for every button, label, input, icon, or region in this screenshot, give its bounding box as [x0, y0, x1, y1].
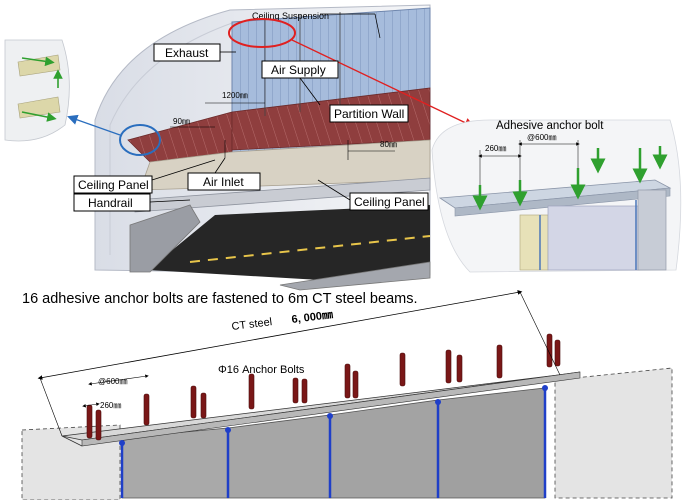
bottom-dim-600: @600㎜	[98, 377, 127, 386]
callout-arrow-blue	[67, 114, 121, 136]
inset-left	[4, 39, 70, 142]
svg-text:Handrail: Handrail	[88, 196, 133, 210]
label-air-supply: Air Supply	[261, 60, 339, 106]
callout-ellipse-blue	[119, 124, 161, 156]
callout-ellipse-red	[228, 18, 296, 48]
svg-text:80㎜: 80㎜	[380, 140, 397, 149]
svg-text:Partition Wall: Partition Wall	[334, 107, 404, 121]
anchor-bolts-label: Φ16 Anchor Bolts	[218, 364, 305, 376]
tunnel-illustration	[94, 4, 431, 291]
detail-title: Adhesive anchor bolt	[496, 120, 604, 132]
ct-steel-diagram	[21, 290, 673, 500]
ct-steel-length: 6, 000㎜	[291, 309, 334, 326]
panel-4	[437, 387, 546, 499]
dim-1200: 1200㎜	[205, 91, 265, 104]
panel-3	[329, 399, 439, 499]
svg-text:1200㎜: 1200㎜	[222, 91, 248, 100]
label-ceiling-suspension: Ceiling Suspension	[252, 11, 381, 39]
callout-arrow-red	[291, 39, 475, 128]
label-ceiling-panel-right: Ceiling Panel	[317, 179, 429, 211]
ct-steel-label: CT steel	[231, 316, 273, 333]
svg-text:Exhaust: Exhaust	[165, 46, 209, 60]
detail-panel	[431, 119, 682, 273]
label-handrail: Handrail	[73, 193, 191, 212]
svg-text:Air Supply: Air Supply	[271, 63, 326, 77]
detail-dim-600: @600㎜	[527, 133, 556, 142]
panel-2	[227, 414, 331, 499]
dim-80: 80㎜	[347, 140, 397, 160]
label-exhaust: Exhaust	[153, 43, 236, 62]
roadway	[148, 205, 430, 280]
svg-text:90㎜: 90㎜	[173, 117, 190, 126]
svg-text:Ceiling Panel: Ceiling Panel	[354, 195, 425, 209]
svg-text:Ceiling Suspension: Ceiling Suspension	[252, 11, 329, 21]
bottom-dim-260: 260㎜	[100, 401, 121, 410]
dim-90: 90㎜	[170, 117, 215, 128]
svg-text:Ceiling Panel: Ceiling Panel	[78, 178, 149, 192]
svg-text:Air Inlet: Air Inlet	[203, 175, 244, 189]
detail-dim-260: 260㎜	[485, 144, 506, 153]
label-air-inlet: Air Inlet	[187, 157, 261, 191]
label-ceiling-panel-left: Ceiling Panel	[73, 159, 216, 194]
caption: 16 adhesive anchor bolts are fastened to…	[22, 291, 418, 307]
label-partition-wall: Partition Wall	[329, 104, 409, 123]
